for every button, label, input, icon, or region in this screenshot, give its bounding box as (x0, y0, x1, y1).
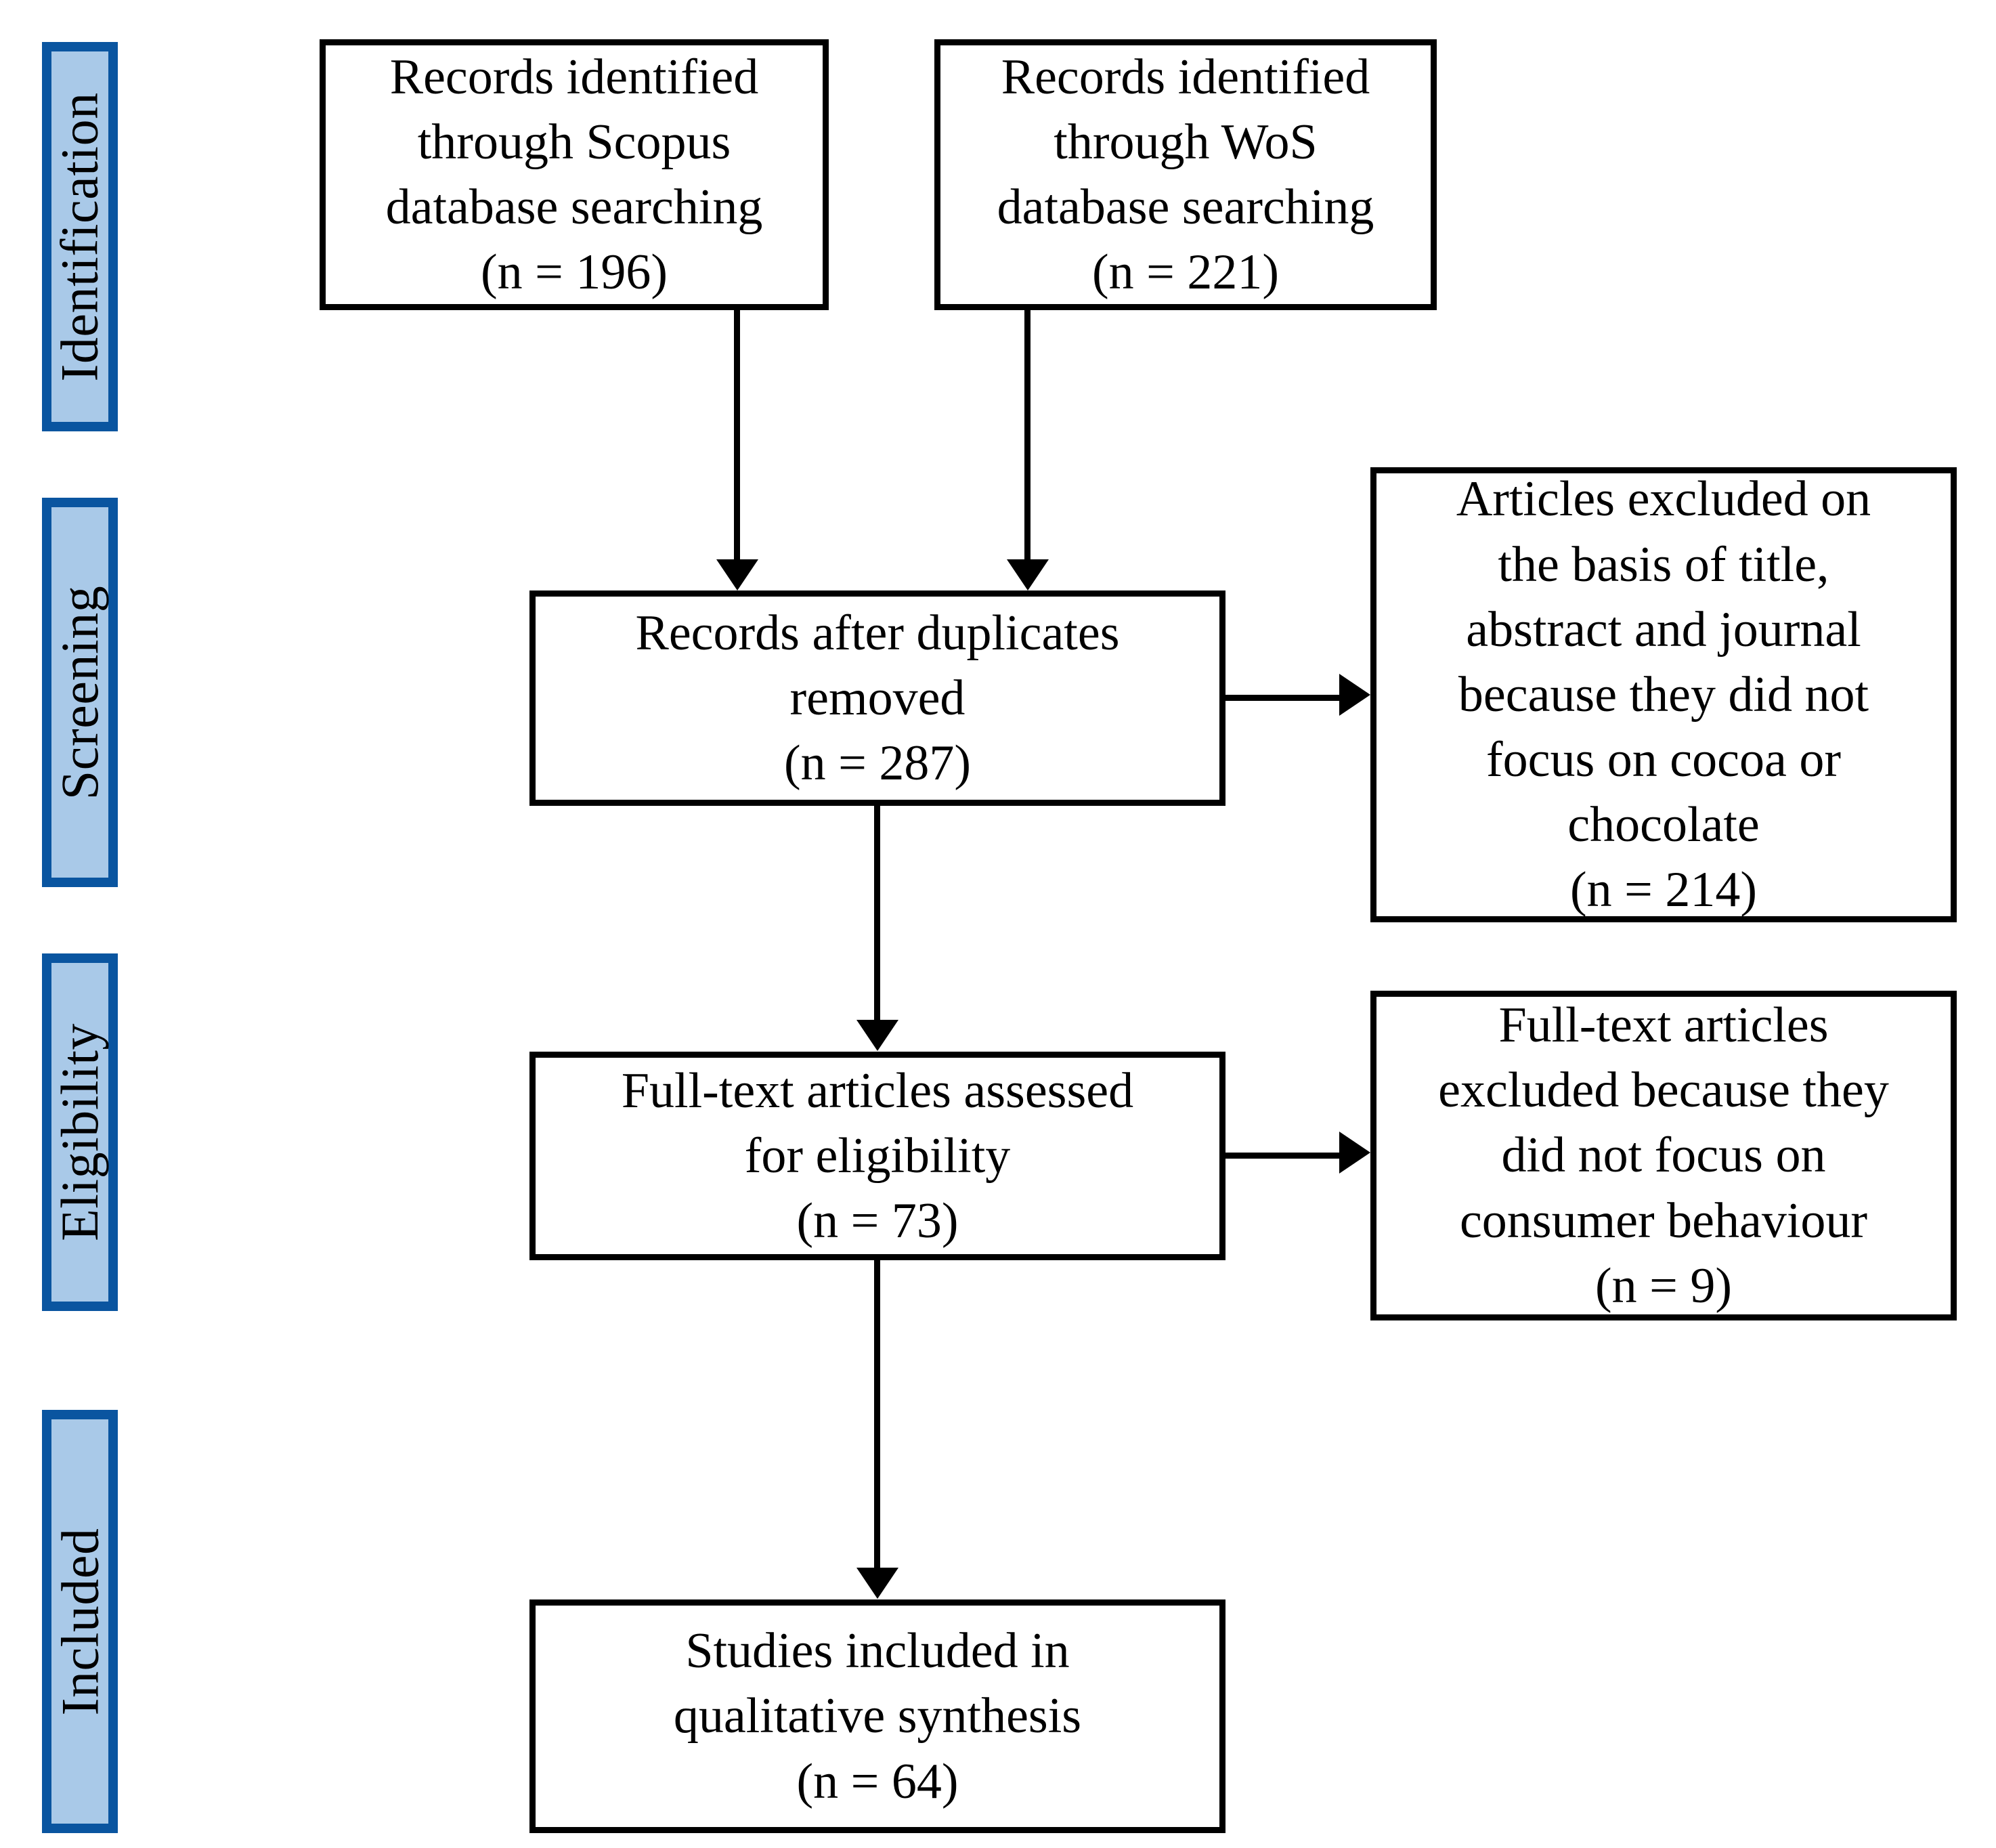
box-fulltext-assessed-text: Full-text articles assessed for eligibil… (621, 1062, 1134, 1249)
box-duplicates-removed: Records after duplicates removed (n = 28… (529, 590, 1225, 806)
box-records-scopus: Records identified through Scopus databa… (320, 39, 829, 310)
box-included-qualitative: Studies included in qualitative synthesi… (529, 1599, 1225, 1833)
connector-duplicates-to-excluded (1225, 695, 1345, 701)
arrowhead-fulltext-to-excluded (1339, 1132, 1370, 1174)
stage-box-eligibility: Eligibility (42, 953, 118, 1311)
arrowhead-scopus-to-duplicates (716, 559, 758, 590)
arrowhead-duplicates-to-excluded (1339, 674, 1370, 716)
stage-box-identification: Identification (42, 42, 118, 431)
connector-fulltext-to-excluded (1225, 1153, 1345, 1159)
box-fulltext-assessed: Full-text articles assessed for eligibil… (529, 1052, 1225, 1260)
box-included-qualitative-text: Studies included in qualitative synthesi… (673, 1623, 1082, 1809)
stage-box-included: Included (42, 1410, 118, 1833)
box-excluded-title-abstract: Articles excluded on the basis of title,… (1370, 467, 1957, 922)
box-records-scopus-text: Records identified through Scopus databa… (385, 49, 763, 301)
stage-label-identification: Identification (50, 91, 110, 382)
connector-wos-to-duplicates (1024, 310, 1030, 562)
arrowhead-wos-to-duplicates (1007, 559, 1049, 590)
stage-label-screening: Screening (50, 585, 110, 800)
box-duplicates-removed-text: Records after duplicates removed (n = 28… (635, 605, 1120, 792)
arrowhead-fulltext-to-included (856, 1568, 898, 1599)
arrowhead-duplicates-to-fulltext (856, 1020, 898, 1051)
stage-box-screening: Screening (42, 498, 118, 887)
box-excluded-fulltext-text: Full-text articles excluded because they… (1438, 997, 1889, 1314)
stage-label-eligibility: Eligibility (50, 1023, 109, 1241)
connector-scopus-to-duplicates (734, 310, 740, 562)
box-excluded-fulltext: Full-text articles excluded because they… (1370, 991, 1957, 1320)
box-records-wos-text: Records identified through WoS database … (997, 49, 1374, 301)
box-excluded-title-abstract-text: Articles excluded on the basis of title,… (1456, 471, 1871, 918)
connector-fulltext-to-included (874, 1260, 880, 1570)
box-records-wos: Records identified through WoS database … (934, 39, 1437, 310)
stage-label-included: Included (50, 1528, 110, 1715)
connector-duplicates-to-fulltext (874, 806, 880, 1023)
